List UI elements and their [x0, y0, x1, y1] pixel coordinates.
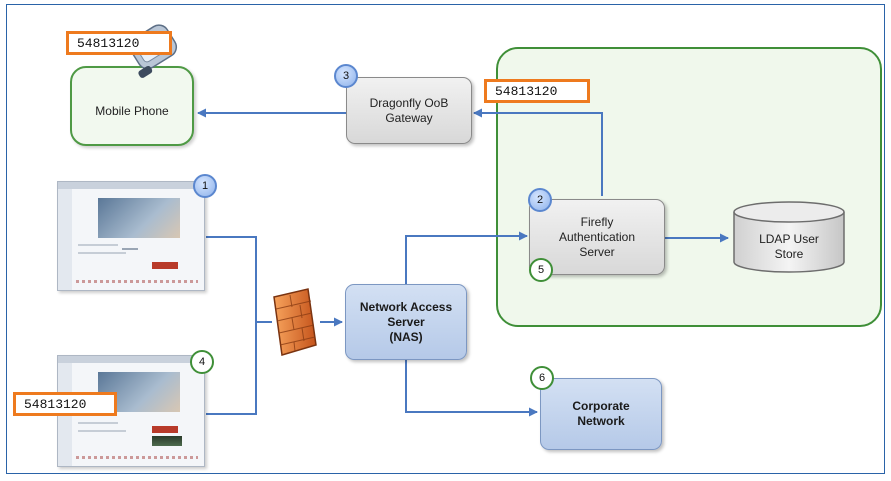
phone-otp-code: 54813120 [66, 31, 172, 55]
step-2-badge: 2 [528, 188, 552, 212]
ldap-label-line2: Store [774, 247, 804, 261]
auth-label-line2: Authentication [558, 229, 636, 244]
nas-label-line3: (NAS) [389, 329, 423, 344]
login-page-screenshot [57, 181, 205, 291]
firewall-icon [273, 288, 317, 356]
corporate-network-node: Corporate Network [540, 378, 662, 450]
database-icon [733, 201, 845, 273]
arrow-nas-to-corporate [405, 360, 538, 417]
nas-node: Network Access Server (NAS) [345, 284, 467, 360]
corp-label-line2: Network [577, 414, 625, 428]
arrow-auth-to-gateway [473, 108, 603, 196]
ldap-label-line1: LDAP User [759, 232, 819, 246]
arrow-nas-to-auth [405, 231, 528, 284]
firefly-auth-server-node: Firefly Authentication Server [529, 199, 665, 275]
step-5-badge: 5 [529, 258, 553, 282]
nas-label-line2: Server [387, 314, 425, 329]
step-4-badge: 4 [190, 350, 214, 374]
line-client1-to-firewall [206, 236, 257, 415]
corp-label-line1: Corporate [572, 399, 630, 413]
dragonfly-gateway-node: Dragonfly OoB Gateway [346, 77, 472, 144]
user-otp-code: 54813120 [13, 392, 117, 416]
mobile-phone-label: Mobile Phone [95, 103, 169, 118]
step-6-badge: 6 [530, 366, 554, 390]
diagram-frame [6, 4, 885, 474]
step-1-badge: 1 [193, 174, 217, 198]
mobile-phone-node: Mobile Phone [70, 66, 194, 146]
nas-label-line1: Network Access [359, 299, 453, 314]
auth-label-line3: Server [579, 244, 615, 259]
auth-label-line1: Firefly [580, 214, 614, 229]
gateway-label-line1: Dragonfly OoB [369, 95, 449, 110]
step-3-badge: 3 [334, 64, 358, 88]
gateway-otp-code: 54813120 [484, 79, 590, 103]
ldap-user-store-label: LDAP User Store [734, 230, 844, 264]
gateway-label-line2: Gateway [385, 110, 433, 125]
trusted-zone-region [496, 47, 882, 327]
